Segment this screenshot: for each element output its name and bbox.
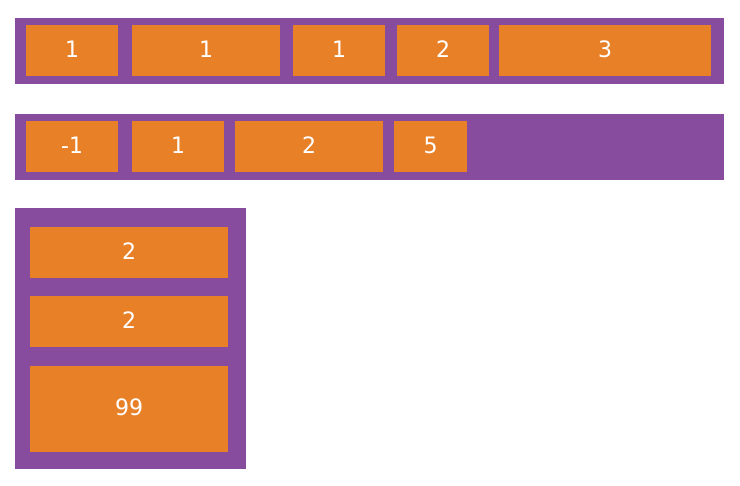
flex-item-row1-5: 3: [499, 25, 711, 76]
flex-row-container-2: -1 1 2 5: [15, 114, 724, 180]
flex-item-row1-3: 1: [293, 25, 385, 76]
flex-item-row2-2: 1: [132, 121, 224, 172]
flex-item-column-3: 99: [30, 366, 228, 452]
flex-item-column-2: 2: [30, 296, 228, 347]
flex-item-row2-1: -1: [26, 121, 118, 172]
flex-column-container: 2 2 99: [15, 208, 246, 469]
flex-item-row1-1: 1: [26, 25, 118, 76]
flex-item-column-1: 2: [30, 227, 228, 278]
flex-item-row2-3: 2: [235, 121, 383, 172]
flex-row-container-1: 1 1 1 2 3: [15, 18, 724, 84]
flex-item-row1-4: 2: [397, 25, 489, 76]
flex-item-row1-2: 1: [132, 25, 280, 76]
flex-item-row2-4: 5: [394, 121, 467, 172]
